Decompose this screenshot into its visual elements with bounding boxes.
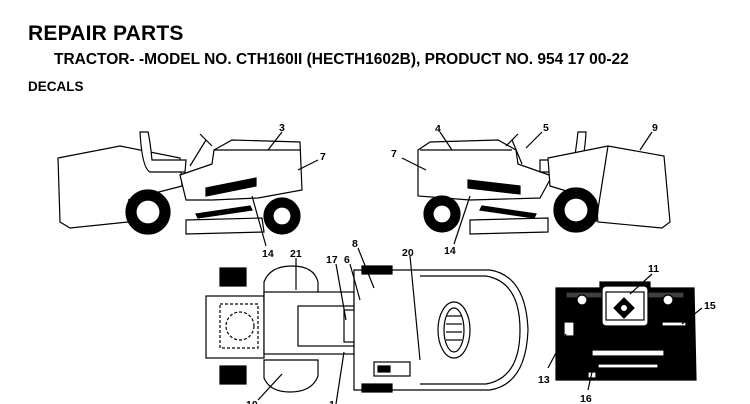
callout-21: 21 [290,248,302,260]
callout-7-right: 7 [391,148,397,160]
tractor-left-side-view [57,131,319,247]
callout-10: 10 [246,399,258,404]
tractor-right-side-view [401,131,671,245]
section-heading: DECALS [28,79,84,94]
callout-3-left: 3 [279,122,285,134]
callout-17: 17 [326,254,338,266]
tractor-top-view [205,247,529,404]
callout-7-left: 7 [320,151,326,163]
callout-14-left: 14 [262,248,274,260]
callout-5-right: 5 [543,122,549,134]
callout-8: 8 [352,238,358,250]
callout-4-right: 4 [435,123,441,135]
callout-20: 20 [402,247,414,259]
callout-11: 11 [648,263,659,275]
page-title: REPAIR PARTS [28,22,184,45]
callout-16: 16 [580,393,592,404]
callout-14-right: 14 [444,245,456,257]
callout-6: 6 [344,254,350,266]
callout-13: 13 [538,374,550,386]
callout-1: 1 [329,399,335,404]
callout-15: 15 [704,300,716,312]
model-subtitle: TRACTOR- -MODEL NO. CTH160II (HECTH1602B… [54,51,629,68]
dash-panel-view [547,273,703,391]
callout-9-right: 9 [652,122,658,134]
